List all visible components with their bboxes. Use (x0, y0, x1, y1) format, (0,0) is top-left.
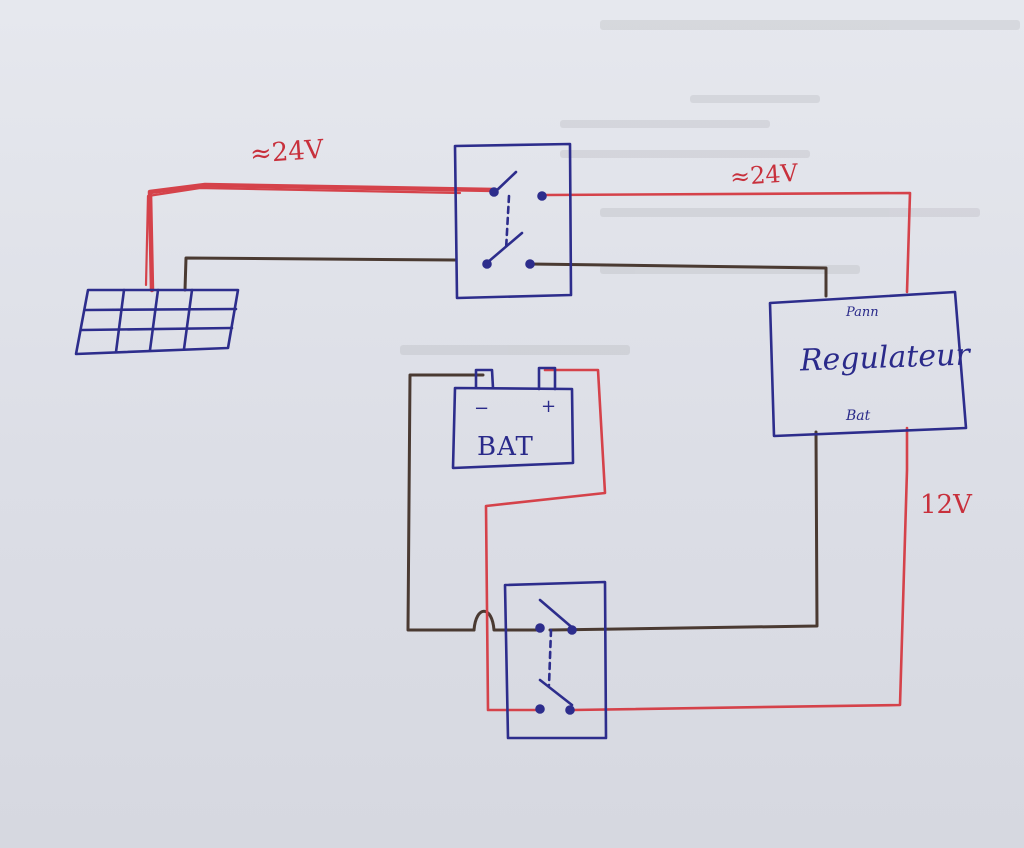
wire-battery-negative (406, 373, 485, 632)
regulator (768, 290, 968, 438)
wire-switch1-to-regulator-negative (528, 262, 828, 298)
battery-terminal-negative (474, 368, 495, 390)
positive-wires (144, 182, 912, 712)
wire-regulator-to-switch2-negative (548, 430, 819, 632)
background-print (400, 20, 1020, 355)
wire-panel-positive-overdraw (144, 186, 462, 287)
label-battery-plus: + (541, 396, 556, 417)
switch-bottom-box (503, 580, 608, 740)
wire-switch2-negative-hop (472, 609, 542, 632)
switch-bottom (503, 580, 608, 740)
switch-top-box (453, 142, 573, 300)
battery-body (451, 386, 575, 470)
battery-terminal-positive (537, 366, 557, 391)
label-regulator-voltage: ≈24V (729, 159, 799, 192)
label-output-voltage: 12V (920, 490, 973, 520)
battery (451, 366, 575, 470)
wire-battery-positive (484, 368, 607, 712)
wire-panel-positive (147, 182, 498, 293)
label-regulator-in: Pann (845, 305, 879, 320)
solar-panel (74, 288, 240, 356)
wire-panel-negative (183, 256, 457, 292)
label-regulator: Regulateur (798, 337, 972, 378)
wire-switch1-to-regulator-positive (543, 191, 912, 294)
regulator-box (768, 290, 968, 438)
negative-wires (183, 256, 828, 632)
label-battery-minus: − (474, 398, 489, 419)
label-regulator-out: Bat (845, 408, 871, 424)
label-battery: BAT (477, 432, 534, 462)
wire-regulator-to-switch2-positive (570, 426, 909, 712)
switch-top (453, 142, 573, 300)
label-solar-voltage: ≈24V (249, 135, 326, 170)
